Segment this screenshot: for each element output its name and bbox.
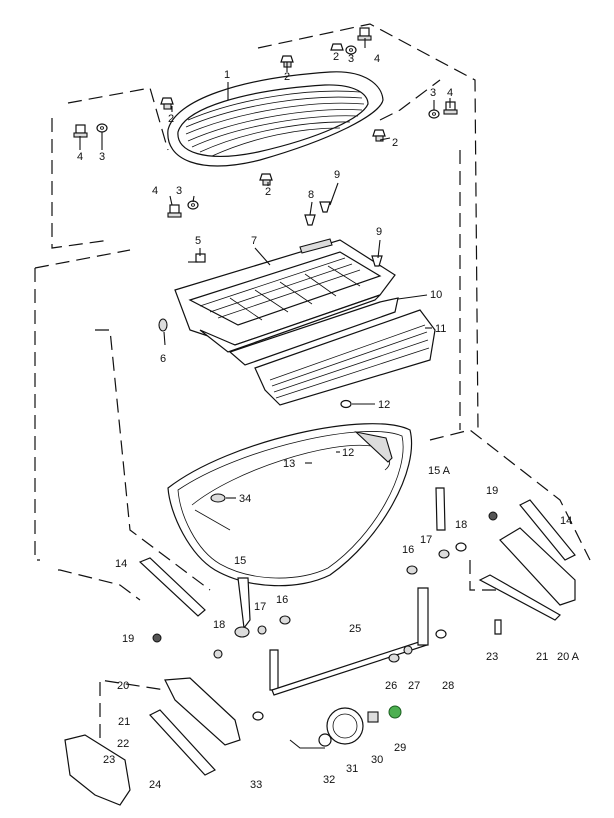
label-6: 6 <box>160 353 166 365</box>
label-19: 19 <box>486 485 498 497</box>
label-12: 12 <box>378 399 390 411</box>
label-21: 21 <box>536 651 548 663</box>
linkage-rod-25 <box>271 639 428 696</box>
label-14: 14 <box>115 558 127 570</box>
label-3: 3 <box>430 87 436 99</box>
label-15: 15 <box>234 555 246 567</box>
label-29: 29 <box>394 742 406 754</box>
label-3: 3 <box>348 53 354 65</box>
label-21: 21 <box>118 716 130 728</box>
label-19: 19 <box>122 633 134 645</box>
label-15A: 15 A <box>428 465 451 477</box>
label-31: 31 <box>346 763 358 775</box>
parts-10-11-guides <box>228 297 436 406</box>
label-23: 23 <box>486 651 498 663</box>
label-4: 4 <box>374 53 380 65</box>
label-9: 9 <box>376 226 382 238</box>
label-14: 14 <box>560 515 572 527</box>
label-8: 8 <box>308 189 314 201</box>
hinge-mechanism-right <box>388 487 576 663</box>
label-2: 2 <box>392 137 398 149</box>
label-18: 18 <box>213 619 225 631</box>
label-7: 7 <box>251 235 257 247</box>
label-27: 27 <box>408 680 420 692</box>
label-30: 30 <box>371 754 383 766</box>
label-16: 16 <box>276 594 288 606</box>
label-1: 1 <box>224 69 230 81</box>
rear-window-glass <box>167 423 412 587</box>
callout-labels: 1 2 2 2 2 2 3 3 3 3 4 4 4 4 5 6 7 8 9 9 … <box>77 51 580 791</box>
label-26: 26 <box>385 680 397 692</box>
label-2: 2 <box>284 71 290 83</box>
label-13: 13 <box>283 458 295 470</box>
label-11: 11 <box>435 323 446 335</box>
label-4: 4 <box>77 151 83 163</box>
label-20: 20 <box>117 680 129 692</box>
label-2: 2 <box>333 51 339 63</box>
label-25: 25 <box>349 623 361 635</box>
label-32: 32 <box>323 774 335 786</box>
label-12: 12 <box>342 447 354 459</box>
label-18: 18 <box>455 519 467 531</box>
label-4: 4 <box>152 185 158 197</box>
label-17: 17 <box>420 534 432 546</box>
label-20A: 20 A <box>557 651 580 663</box>
label-4: 4 <box>447 87 453 99</box>
leader-lines <box>79 38 451 499</box>
drive-gear-assembly <box>289 705 402 749</box>
label-22: 22 <box>117 738 129 750</box>
label-24: 24 <box>149 779 161 791</box>
label-17: 17 <box>254 601 266 613</box>
label-5: 5 <box>195 235 201 247</box>
label-9: 9 <box>334 169 340 181</box>
label-3: 3 <box>99 151 105 163</box>
label-10: 10 <box>430 289 442 301</box>
part-7-grille-frame <box>174 238 396 353</box>
part-1-top-grille <box>167 71 384 167</box>
label-16: 16 <box>402 544 414 556</box>
label-28: 28 <box>442 680 454 692</box>
label-2: 2 <box>265 186 271 198</box>
label-34: 34 <box>239 493 251 505</box>
label-23: 23 <box>103 754 115 766</box>
label-33: 33 <box>250 779 262 791</box>
clips-and-screws-top <box>73 27 458 218</box>
label-2: 2 <box>168 113 174 125</box>
hinge-mechanism-left <box>64 557 291 806</box>
assembly-frame-lines <box>34 23 591 780</box>
label-3: 3 <box>176 185 182 197</box>
